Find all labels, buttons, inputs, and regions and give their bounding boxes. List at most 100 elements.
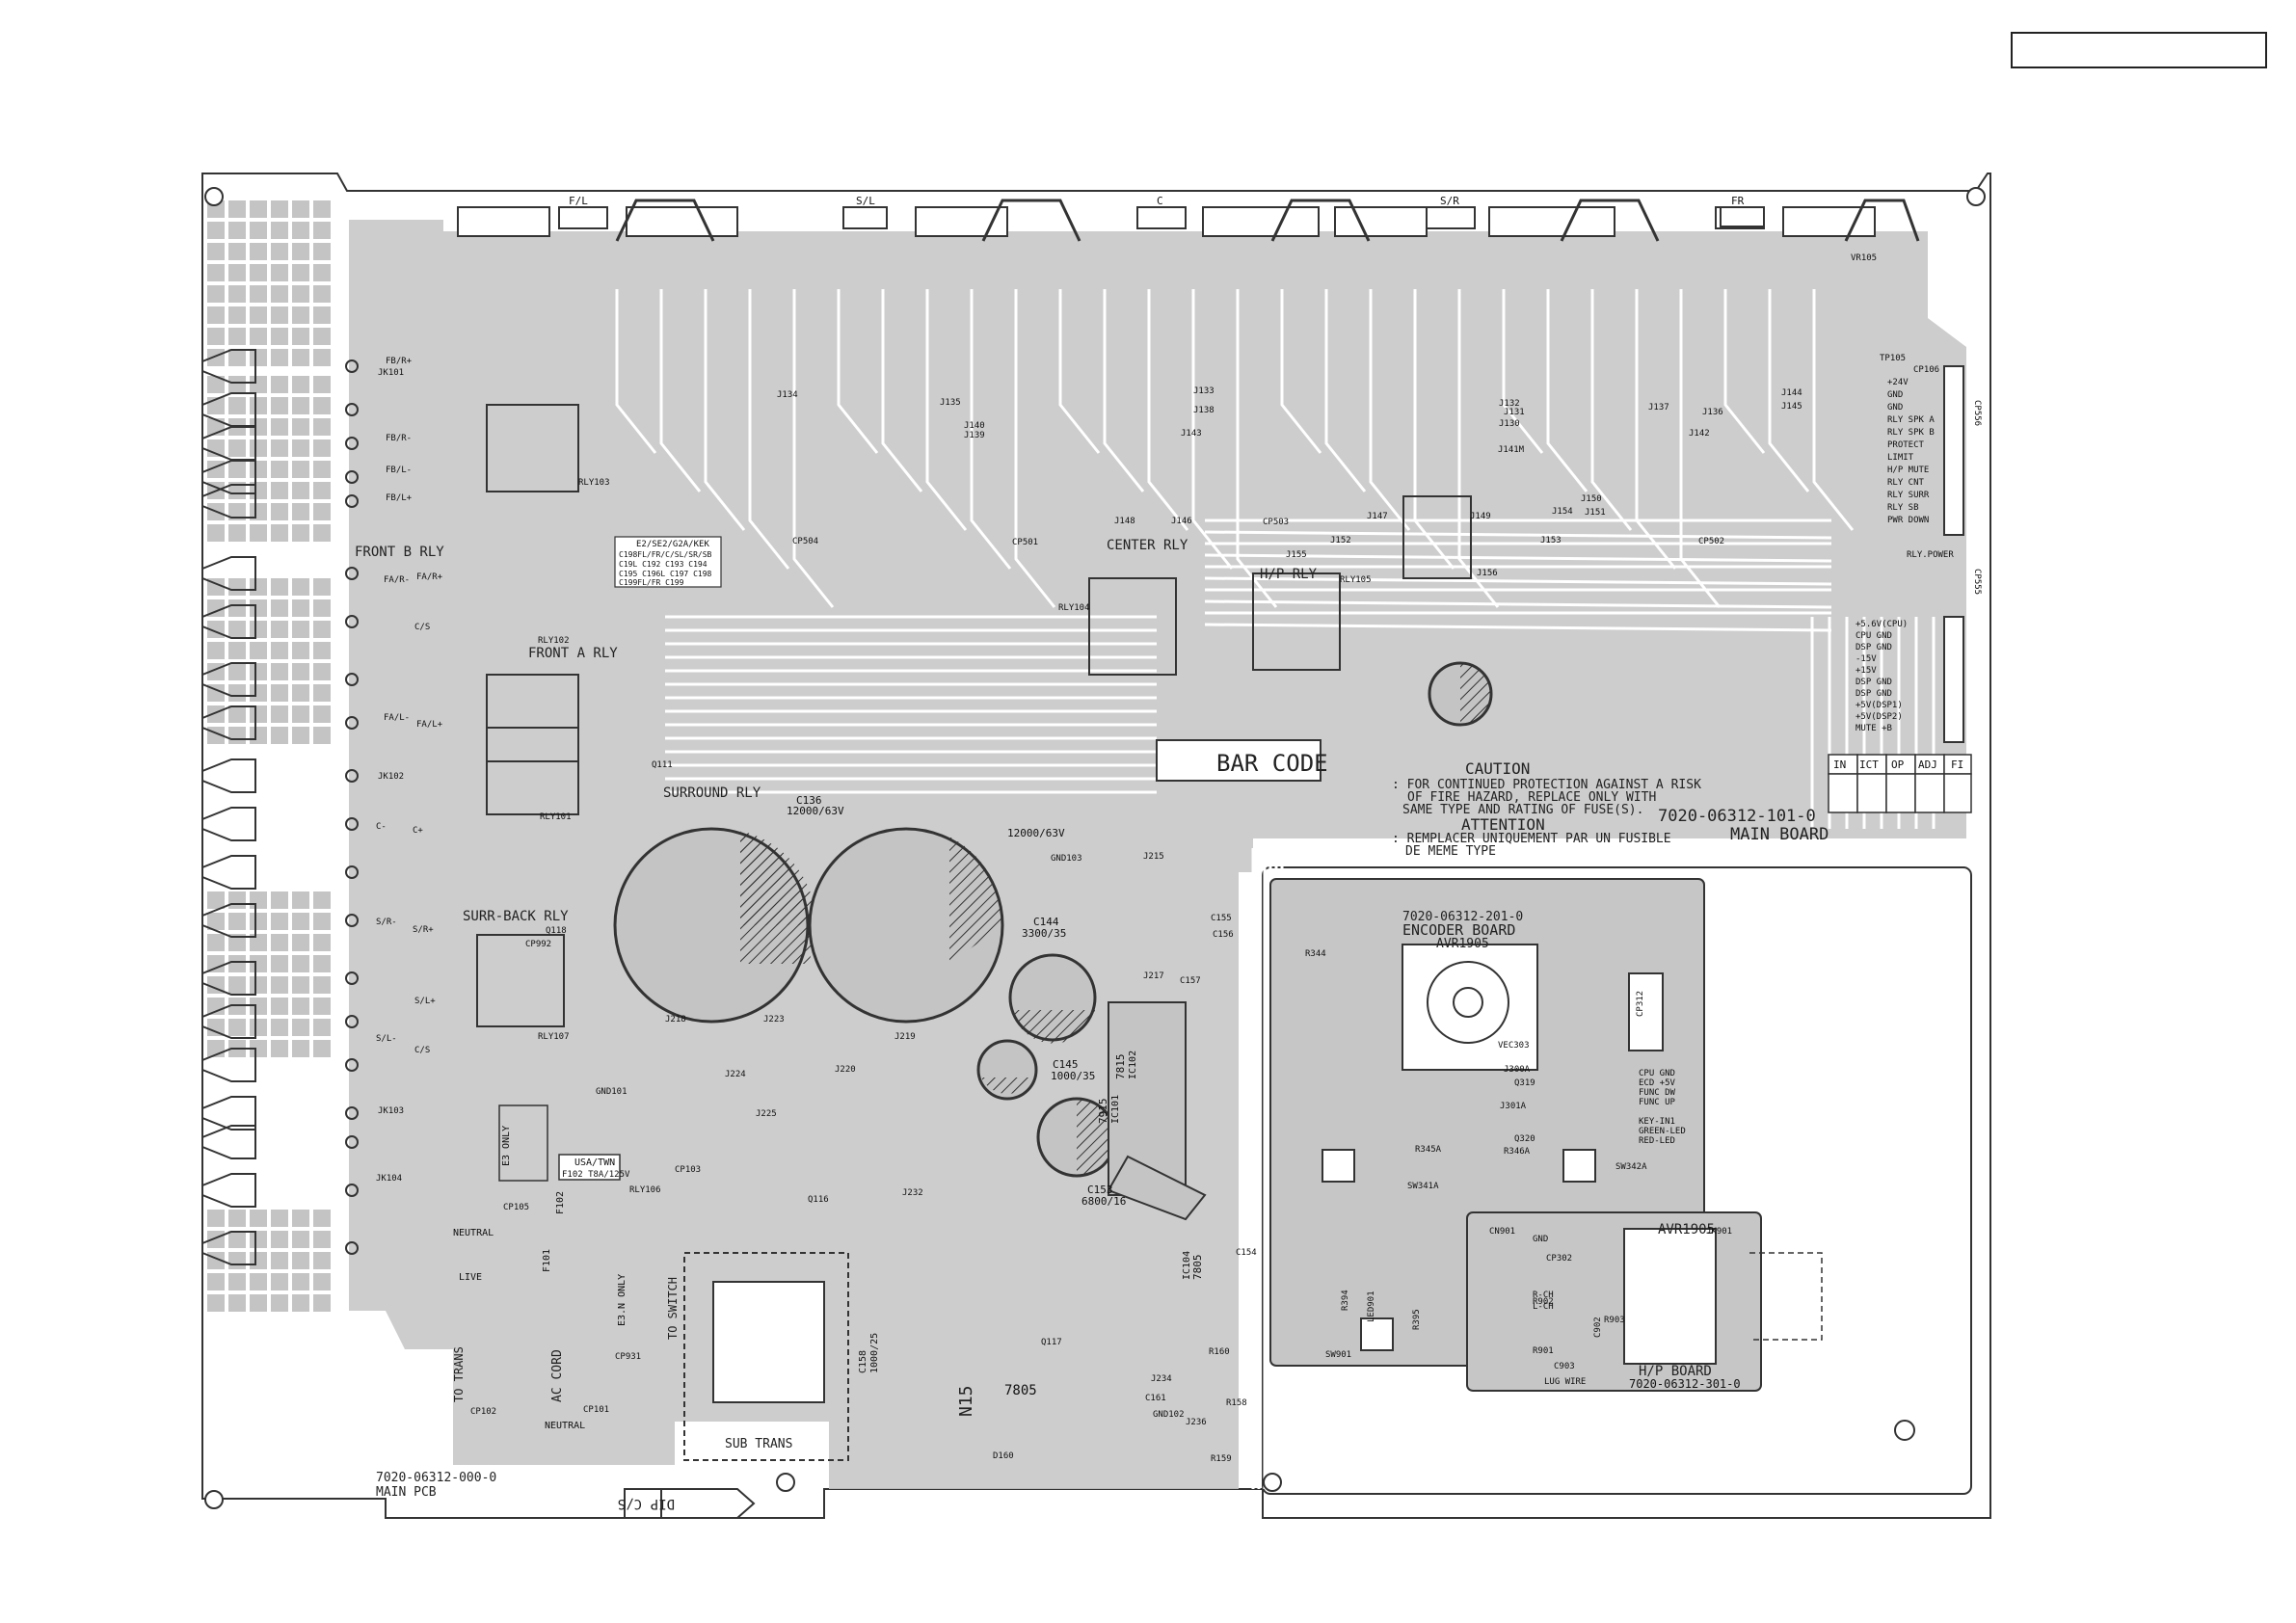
grid-pad [292, 285, 309, 303]
trace [1768, 289, 1810, 492]
component-label-j139: J139 [964, 431, 985, 440]
trace [1546, 289, 1589, 492]
grid-pad [271, 998, 288, 1015]
term-sl-minus: S/L- [376, 1034, 397, 1044]
grid-pad [207, 705, 225, 723]
grid-pad [313, 264, 331, 281]
trace [1191, 289, 1234, 570]
reg-ic104-label: IC104 [1182, 1251, 1192, 1280]
vr105-label: VR105 [1851, 253, 1877, 263]
bar-code-box [1156, 739, 1322, 782]
grid-pad [250, 285, 267, 303]
grid-pad [313, 418, 331, 436]
right-top-label: PROTECT [1887, 440, 1925, 450]
grid-pad [228, 934, 246, 951]
grid-pad [271, 200, 288, 218]
grid-pad [292, 998, 309, 1015]
grid-pad [313, 913, 331, 930]
component-label-rly102: RLY102 [538, 636, 570, 646]
channel-label-fr: FR [1731, 195, 1745, 207]
trace [1324, 289, 1367, 492]
model-note-line5: C199FL/FR C199 [619, 578, 684, 587]
grid-pad [292, 264, 309, 281]
grid-pad [271, 1252, 288, 1269]
grid-pad [207, 1210, 225, 1227]
grid-pad [228, 1210, 246, 1227]
grid-pad [207, 1019, 225, 1036]
grid-pad [250, 1210, 267, 1227]
terminal-block [201, 460, 256, 494]
power-cp101: CP101 [583, 1405, 609, 1415]
grid-pad [228, 222, 246, 239]
cap-c136-label: C136 [796, 794, 822, 807]
grid-pad [313, 1252, 331, 1269]
terminal-block [201, 1231, 256, 1265]
grid-pad [228, 243, 246, 260]
heatsink-bottom [1107, 1001, 1207, 1221]
grid-pad [313, 349, 331, 366]
terminal-screw [345, 971, 359, 985]
grid-pad [207, 264, 225, 281]
term-cs-bottom: C/S [414, 1046, 430, 1055]
trace [1590, 289, 1633, 531]
grid-pad [313, 1294, 331, 1312]
hp-rch: R-CH [1533, 1290, 1554, 1300]
grid-pad [207, 328, 225, 345]
enc-cp312: CP312 [1636, 991, 1645, 1017]
grid-pad [207, 376, 225, 393]
power-cp103: CP103 [675, 1165, 701, 1175]
grid-pad [292, 955, 309, 972]
term-fal-minus: FA/L- [384, 713, 410, 723]
reg-ic104-value: 7805 [1191, 1255, 1204, 1281]
grid-pad [292, 243, 309, 260]
terminal-screw [345, 716, 359, 730]
encoder-signal: CPU GND [1639, 1069, 1675, 1078]
grid-pad [228, 727, 246, 744]
model-note-line2: C198FL/FR/C/SL/SR/SB [619, 550, 712, 559]
grid-pad [271, 482, 288, 499]
attention-title: ATTENTION [1461, 815, 1545, 834]
main-capacitors [613, 661, 1493, 1178]
hp-r902: R902 [1533, 1297, 1554, 1307]
terminal-screw [345, 494, 359, 508]
enc-sw342a: SW342A [1615, 1162, 1647, 1172]
enc-q319: Q319 [1514, 1078, 1535, 1088]
right-mid-label: DSP GND [1855, 643, 1892, 652]
right-top-label: GND [1887, 390, 1903, 400]
cp504-label: CP504 [792, 537, 818, 546]
grid-pad [250, 306, 267, 324]
grid-pad [250, 328, 267, 345]
component-label-j135: J135 [940, 398, 961, 408]
grid-pad [228, 439, 246, 457]
enc-r346a: R346A [1504, 1147, 1531, 1157]
grid-pad [313, 285, 331, 303]
grid-pad [228, 578, 246, 596]
term-cs-top: C/S [414, 623, 430, 632]
tp105-label: TP105 [1880, 354, 1906, 363]
grid-pad [207, 222, 225, 239]
terminal-screw [345, 673, 359, 686]
encoder-signal: KEY-IN1 [1639, 1117, 1675, 1127]
terminal-screw [345, 1184, 359, 1197]
grid-pad [313, 684, 331, 702]
component-label-rly103: RLY103 [578, 478, 610, 488]
component-label-j217: J217 [1143, 971, 1164, 981]
right-mid-label: +15V [1855, 666, 1877, 676]
dip-label: DIP [651, 1496, 675, 1511]
grid-pad [250, 439, 267, 457]
sub-trans [683, 1252, 849, 1461]
trace [704, 289, 746, 531]
grid-pad [313, 1210, 331, 1227]
component-label-r160: R160 [1209, 1347, 1230, 1357]
right-top-label: GND [1887, 403, 1903, 412]
cap-c145-value: 1000/35 [1051, 1070, 1095, 1082]
component-label-c157: C157 [1180, 976, 1201, 986]
grid-pad [271, 306, 288, 324]
encoder-signal: FUNC UP [1639, 1098, 1676, 1107]
grid-pad [313, 934, 331, 951]
component-label-j223: J223 [763, 1015, 785, 1024]
trace [1014, 289, 1056, 608]
grid-pad [271, 1294, 288, 1312]
terminal-block [201, 1096, 256, 1131]
